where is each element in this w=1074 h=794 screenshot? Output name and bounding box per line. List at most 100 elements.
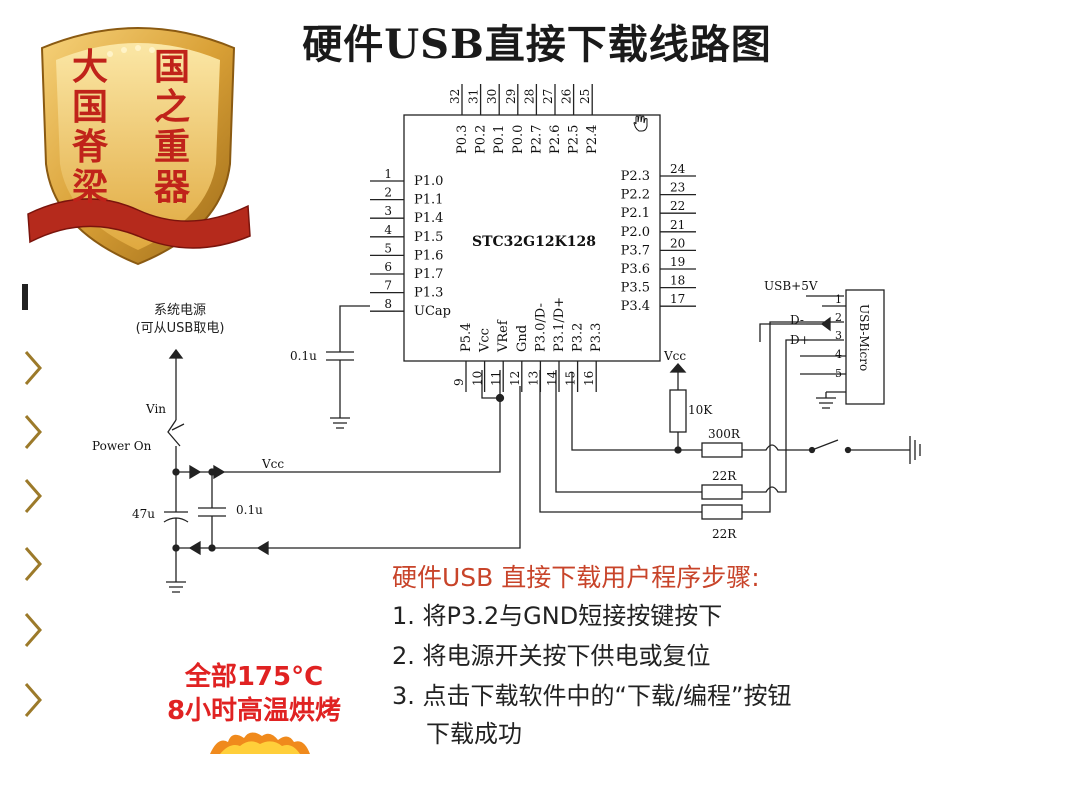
usb-vcc-label: Vcc <box>663 349 686 363</box>
hand-cursor-icon <box>633 114 648 132</box>
pin-number: 18 <box>670 274 685 288</box>
pin-number: 24 <box>670 162 686 176</box>
step-2: 2. 将电源开关按下供电或复位 <box>392 642 711 670</box>
usb-pin-4: 4 <box>835 348 842 361</box>
pin-label: P3.6 <box>621 262 650 277</box>
pin-number: 23 <box>670 181 685 195</box>
pin-number: 12 <box>508 371 522 386</box>
chip-body <box>403 114 661 362</box>
pin-number: 14 <box>545 370 559 386</box>
pin-number: 3 <box>384 204 392 218</box>
step-1: 1. 将P3.2与GND短接按键按下 <box>392 602 723 630</box>
cap-01u-label: 0.1u <box>236 503 263 517</box>
pin-label: UCap <box>414 304 451 319</box>
power-title-line2: (可从USB取电) <box>135 321 225 336</box>
pin-number: 6 <box>384 260 392 274</box>
pin-label: P3.1/D+ <box>552 297 567 352</box>
pin-number: 4 <box>384 223 392 237</box>
r10k-label: 10K <box>688 403 713 417</box>
pin-label: Vcc <box>478 328 493 353</box>
pin-label: P1.4 <box>414 211 443 226</box>
vin-label: Vin <box>145 402 166 416</box>
flame-icon <box>210 732 310 754</box>
dminus-label: D- <box>790 313 804 327</box>
pin-label: P3.4 <box>621 299 650 314</box>
usb-5v-label: USB+5V <box>764 279 818 293</box>
r300-label: 300R <box>708 427 741 441</box>
usb-pin-2: 2 <box>835 311 842 324</box>
r22b-label: 22R <box>712 527 737 541</box>
pin-number: 22 <box>670 199 685 213</box>
pin-label: P0.2 <box>474 125 489 154</box>
pin-label: P3.0/D- <box>533 303 548 352</box>
chevron-right-icon <box>24 547 42 581</box>
pin-label: P2.1 <box>621 206 650 221</box>
pin-number: 31 <box>467 89 481 104</box>
pin-label: P2.7 <box>529 125 544 154</box>
ribbon <box>27 198 251 249</box>
pin-label: P1.0 <box>414 174 443 189</box>
pin-label: P1.7 <box>414 267 443 282</box>
pin-number: 30 <box>485 89 499 104</box>
badge-text-left: 大国脊梁 <box>71 47 108 208</box>
usb-pin-1: 1 <box>835 293 842 306</box>
pin-label: P2.3 <box>621 169 650 184</box>
pin-number: 20 <box>670 236 685 250</box>
r22a-label: 22R <box>712 469 737 483</box>
pin-label: P2.2 <box>621 188 650 203</box>
pin-number: 5 <box>384 241 392 255</box>
pin-label: P3.3 <box>589 323 604 352</box>
vcc-label: Vcc <box>261 457 284 471</box>
pin-number: 32 <box>448 89 462 104</box>
pin-label: P5.4 <box>459 323 474 352</box>
pin-number: 21 <box>670 218 685 232</box>
usb-pin-3: 3 <box>835 329 842 342</box>
pin-number: 2 <box>384 186 392 200</box>
power-title-line1: 系统电源 <box>153 303 206 318</box>
pin-label: P1.6 <box>414 248 443 263</box>
sidebar-bracket <box>22 284 28 310</box>
chevron-column <box>24 351 42 717</box>
pin-number: 8 <box>384 297 392 311</box>
chevron-right-icon <box>24 613 42 647</box>
pin-number: 15 <box>564 371 578 386</box>
pin-label: P0.0 <box>511 125 526 154</box>
chevron-right-icon <box>24 415 42 449</box>
shield-badge <box>27 27 251 266</box>
pin-number: 29 <box>504 89 518 104</box>
pin-label: P0.3 <box>455 125 470 154</box>
pin-number: 25 <box>578 89 592 104</box>
dplus-label: D+ <box>790 333 810 347</box>
star-icons <box>107 45 169 57</box>
pin-number: 16 <box>582 371 596 386</box>
pin-number: 7 <box>384 279 392 293</box>
power-source-title: 系统电源 (可从USB取电) <box>124 302 236 338</box>
pin-label: P2.4 <box>585 125 600 154</box>
pin-label: P2.6 <box>548 125 563 154</box>
pin-label: P3.7 <box>621 243 650 258</box>
promo-line-2: 8小时高温烘烤 <box>166 696 342 726</box>
pin-number: 26 <box>560 89 574 104</box>
pin-label: P1.5 <box>414 230 443 245</box>
step-3-continued: 下载成功 <box>426 720 522 748</box>
steps-heading: 硬件USB 直接下载用户程序步骤: <box>392 563 760 592</box>
pin-number: 9 <box>452 378 466 386</box>
cap-ucap-label: 0.1u <box>290 349 317 363</box>
power-on-label: Power On <box>92 439 152 453</box>
pin-number: 13 <box>526 371 540 386</box>
badge-text-right: 国之重器 <box>153 47 190 208</box>
pin-number: 27 <box>541 89 555 104</box>
pin-number: 1 <box>384 167 392 181</box>
pin-label: P3.2 <box>571 323 586 352</box>
pin-label: P2.5 <box>567 125 582 154</box>
chevron-right-icon <box>24 683 42 717</box>
pin-number: 19 <box>670 255 685 269</box>
chevron-right-icon <box>24 479 42 513</box>
usb-connector-label: USB-Micro <box>857 304 871 371</box>
step-3: 3. 点击下载软件中的“下载/编程”按钮 <box>392 682 792 710</box>
usb-connector <box>845 289 885 405</box>
pin-label: P1.1 <box>414 193 443 208</box>
page-title: 硬件USB直接下载线路图 <box>302 21 772 68</box>
cap-47u-label: 47u <box>132 507 155 521</box>
